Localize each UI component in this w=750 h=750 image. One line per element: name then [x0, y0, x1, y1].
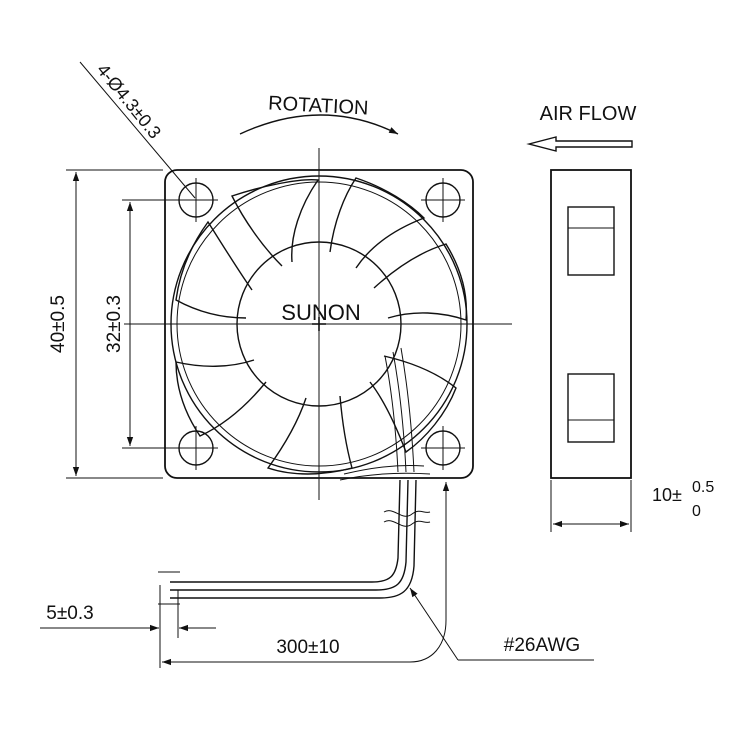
hole-leader-line	[79, 61, 196, 199]
outer-dim-label: 40±0.5	[48, 295, 69, 353]
dimension-lead-strip	[40, 585, 216, 668]
brand-label: SUNON	[281, 300, 360, 325]
center-lines	[124, 148, 512, 500]
rotation-label: ROTATION	[268, 92, 369, 119]
fan-blades	[175, 177, 468, 475]
air-flow-arrow	[526, 136, 633, 152]
wire-gauge-leader	[409, 587, 459, 661]
dimension-lead-length	[162, 482, 450, 666]
lead-strip-label: 5±0.3	[46, 603, 93, 624]
thickness-base: 10±	[652, 485, 682, 505]
rotation-arrow	[239, 114, 399, 135]
wire-exit	[339, 347, 431, 481]
air-flow-label: AIR FLOW	[540, 103, 637, 125]
thickness-lower: 0	[692, 503, 701, 520]
dimension-outer	[66, 169, 163, 479]
hole-spec-label: 4-Ø4.3±0.3	[93, 60, 165, 142]
wire-gauge-label: #26AWG	[504, 635, 580, 656]
hole-pitch-label: 32±0.3	[104, 295, 125, 353]
wire-break-mark	[383, 510, 431, 527]
lead-wires	[158, 479, 417, 605]
lead-length-label: 300±10	[276, 637, 339, 658]
dimension-hole-pitch	[122, 199, 180, 449]
thickness-upper: 0.5	[692, 479, 714, 496]
fan-side-view	[550, 169, 632, 532]
thickness-label: 10±	[652, 485, 682, 505]
fan-front-view: SUNON	[124, 148, 512, 500]
